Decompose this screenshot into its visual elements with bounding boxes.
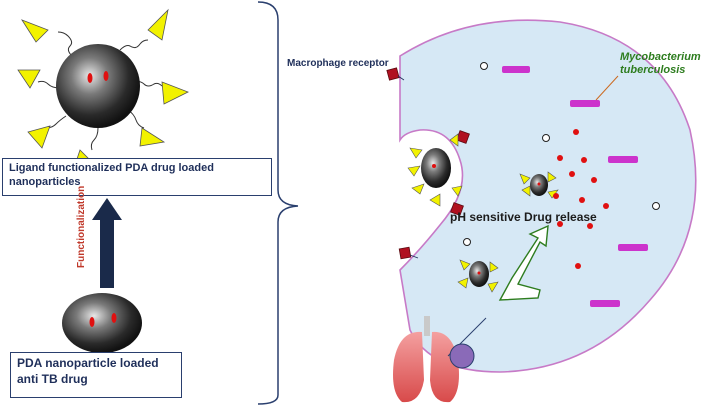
functionalization-label: Functionalization [76,185,87,268]
ph-release-label: pH sensitive Drug release [450,210,597,224]
lungs-icon [393,316,487,403]
functionalized-nanoparticle-label: Ligand functionalized PDA drug loaded na… [2,158,272,196]
released-drug-dots [553,129,609,269]
top-box-line2: nanoparticles [9,176,81,188]
entering-nanoparticle-icon [457,259,499,293]
vesicle-circles [463,62,660,246]
bottom-box-line1: PDA nanoparticle loaded [17,356,159,370]
docked-nanoparticle-icon [407,133,463,207]
functionalization-arrow [92,198,122,288]
bacteria-magnified-icon [449,343,475,369]
bottom-box-line2: anti TB drug [17,372,88,386]
grouping-bracket [257,1,299,405]
rod-bacterium-icon [502,66,648,307]
mycobacterium-label: Mycobacterium tuberculosis [620,51,702,77]
pda-nanoparticle-label: PDA nanoparticle loaded anti TB drug [10,352,182,398]
receptor-square-icon [386,67,470,260]
functionalized-nanoparticle-icon [17,8,189,169]
internalized-nanoparticle-icon [519,171,559,199]
top-box-line1: Ligand functionalized PDA drug loaded [9,162,214,174]
macrophage-receptor-label: Macrophage receptor [287,58,389,69]
release-arrow [498,224,549,301]
mycobacterium-line1: Mycobacterium [620,51,701,63]
mycobacterium-pointer [595,75,619,101]
plain-nanoparticle-icon [62,293,142,353]
mycobacterium-line2: tuberculosis [620,64,686,76]
